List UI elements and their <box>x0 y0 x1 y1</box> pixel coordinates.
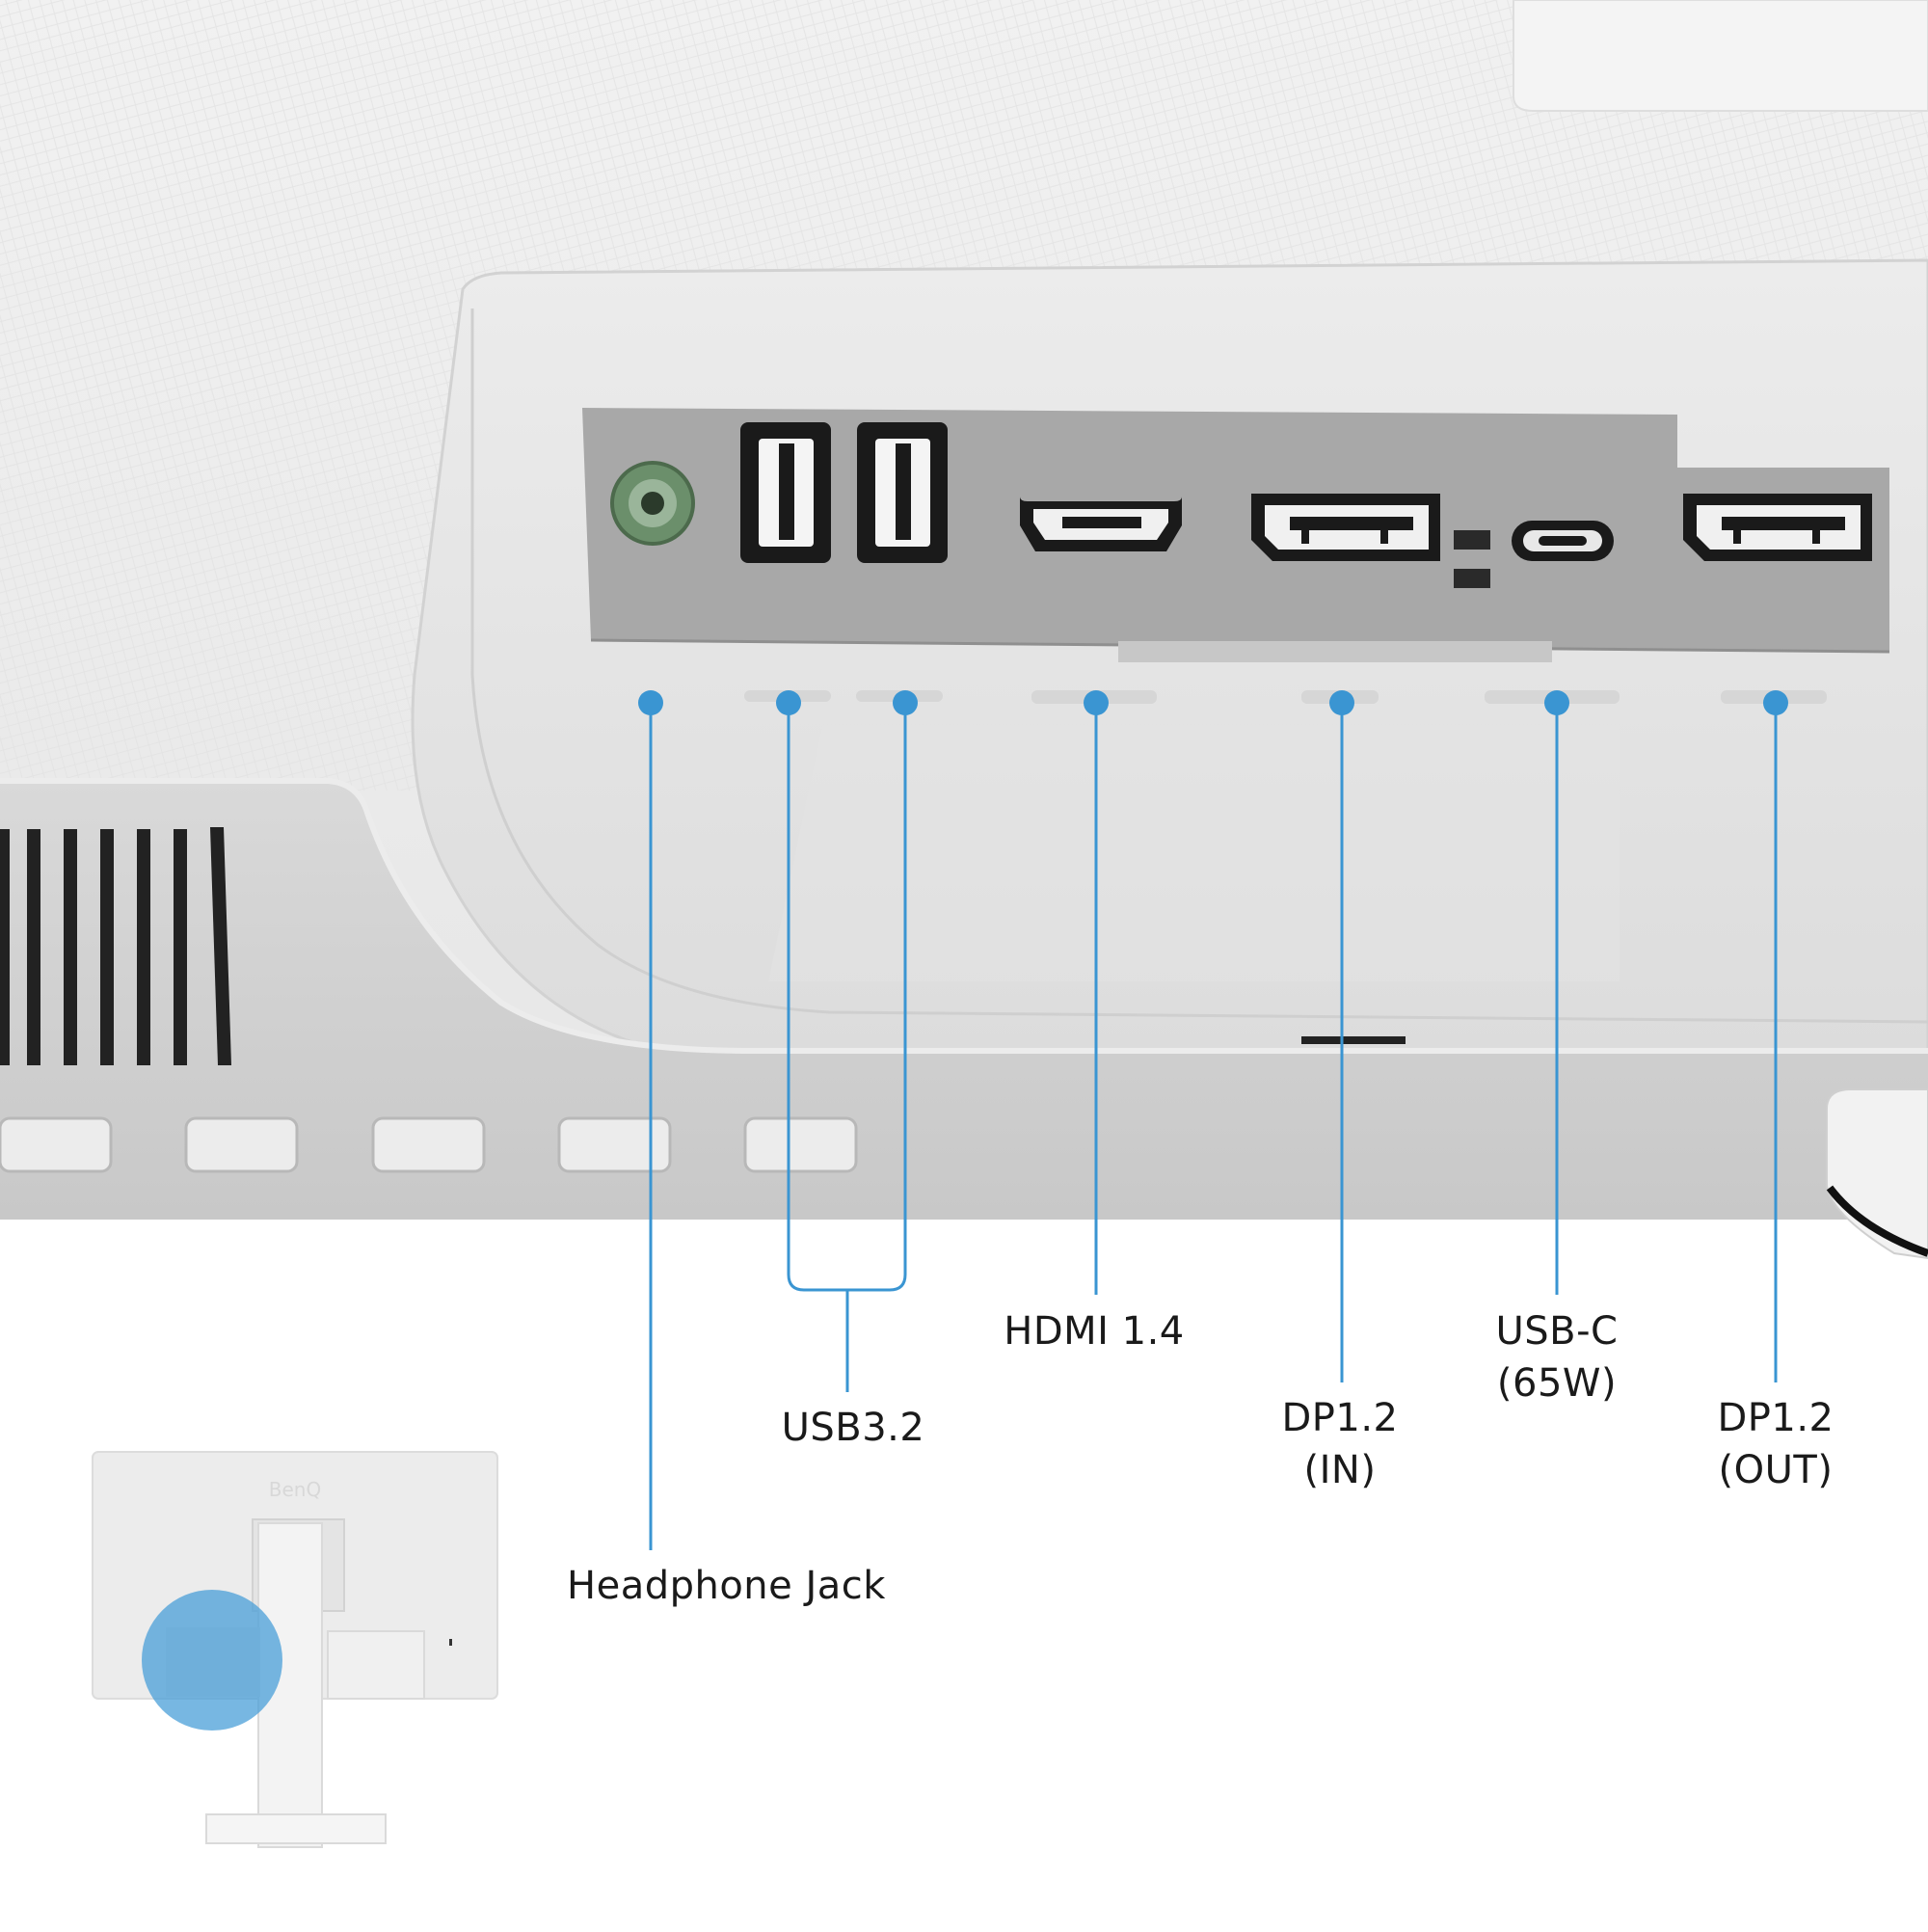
thumbnail-highlight <box>142 1590 282 1731</box>
headphone-port-icon <box>610 461 695 546</box>
bottom-button-row <box>0 1116 858 1173</box>
displayport-port-icon <box>1251 494 1440 561</box>
dp-out-label: DP1.2 (OUT) <box>1717 1396 1834 1492</box>
status-led-slot <box>1301 1036 1406 1044</box>
usbc-callout-dot <box>1544 690 1569 715</box>
stand-foot <box>1826 1088 1928 1260</box>
headphone-callout-dot <box>638 690 663 715</box>
displayport-port-icon <box>1683 494 1872 561</box>
callout-lines <box>649 703 1778 1550</box>
usb-c-symbol-icon <box>1454 530 1490 588</box>
usb-a-port-icon <box>857 422 948 563</box>
hdmi-port-icon <box>1020 496 1182 551</box>
hdmi-callout-dot <box>1084 690 1109 715</box>
dp-in-label: DP1.2 (IN) <box>1281 1396 1399 1492</box>
usb1-callout-dot <box>776 690 801 715</box>
usb2-callout-dot <box>893 690 918 715</box>
hdmi-label: HDMI 1.4 <box>1004 1309 1185 1354</box>
dp-out-callout-dot <box>1763 690 1788 715</box>
usbc-label: USB-C (65W) <box>1495 1309 1619 1406</box>
dp-in-callout-dot <box>1329 690 1354 715</box>
usb-a-port-icon <box>740 422 831 563</box>
thumbnail-brand-logo: BenQ <box>269 1478 321 1501</box>
vent-grille <box>0 827 231 1065</box>
usb-bracket <box>787 1274 907 1292</box>
headphone-jack-label: Headphone Jack <box>567 1564 886 1608</box>
monitor-back-thumbnail: BenQ <box>92 1451 498 1848</box>
callout-dots <box>638 690 1788 715</box>
usb-label: USB3.2 <box>781 1406 925 1450</box>
usb-c-port-icon <box>1512 521 1614 561</box>
